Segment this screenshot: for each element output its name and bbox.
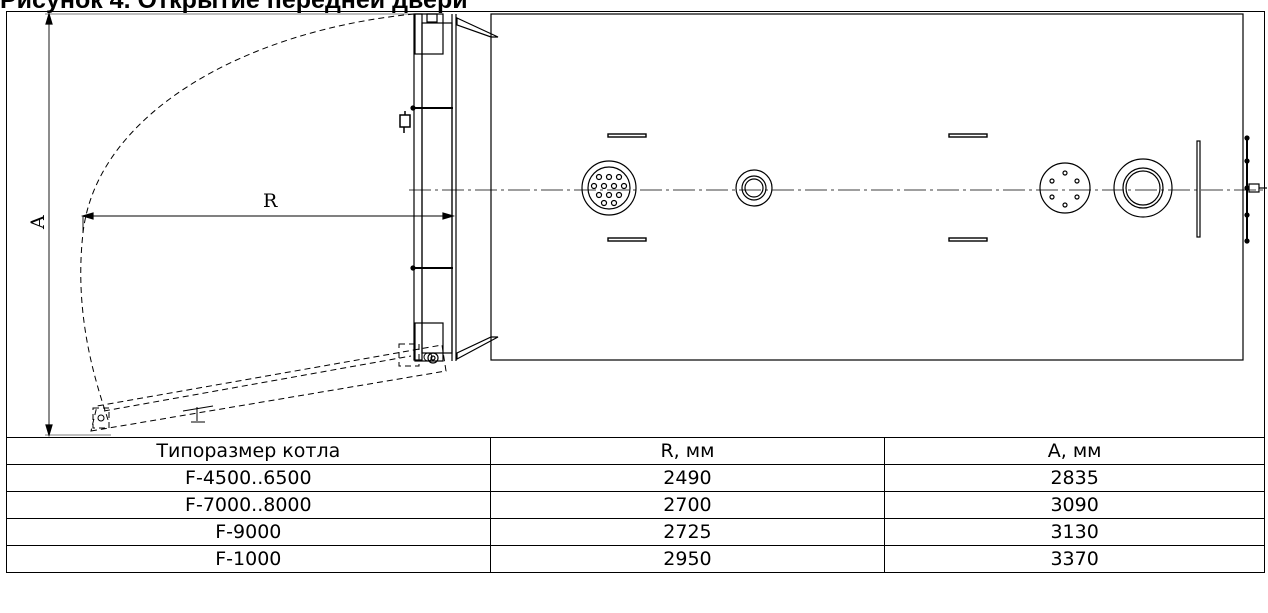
cell-r: 2725 — [489, 518, 886, 546]
support-plates — [607, 133, 988, 242]
rear-end — [1196, 135, 1267, 244]
cell-r: 2700 — [489, 491, 886, 519]
column-header-r: R, мм — [489, 437, 886, 465]
table-row: F-1000 2950 3370 — [6, 545, 1265, 573]
cell-r: 2490 — [489, 464, 886, 492]
cell-a: 3130 — [884, 518, 1265, 546]
front-door-closed — [399, 13, 499, 364]
flange-small — [735, 169, 773, 207]
cell-boiler-size: F-7000..8000 — [6, 491, 491, 519]
flange-manifold — [581, 160, 637, 216]
cell-a: 3370 — [884, 545, 1265, 573]
boiler-door-drawing: R A — [6, 11, 1267, 438]
cell-a: 2835 — [884, 464, 1265, 492]
table-row: F-9000 2725 3130 — [6, 518, 1265, 546]
dimensions-table: Типоразмер котла R, мм A, мм F-4500..650… — [6, 437, 1265, 573]
dimension-a-label: A — [27, 215, 49, 230]
table-row: F-7000..8000 2700 3090 — [6, 491, 1265, 519]
front-door-open — [90, 343, 447, 432]
dimension-r-label: R — [263, 190, 278, 212]
table-row: F-4500..6500 2490 2835 — [6, 464, 1265, 492]
dimension-a — [45, 11, 414, 438]
cell-a: 3090 — [884, 491, 1265, 519]
boiler-body — [490, 13, 1244, 361]
table-header-row: Типоразмер котла R, мм A, мм — [6, 437, 1265, 465]
column-header-boiler-size: Типоразмер котла — [6, 437, 491, 465]
cell-boiler-size: F-1000 — [6, 545, 491, 573]
column-header-a: A, мм — [884, 437, 1265, 465]
cell-boiler-size: F-9000 — [6, 518, 491, 546]
flange-large — [1113, 158, 1173, 218]
dimension-r — [80, 212, 456, 233]
figure-heading: Рисунок 4. Открытие передней двери — [0, 0, 468, 14]
cell-r: 2950 — [489, 545, 886, 573]
open-door-details — [97, 352, 433, 423]
cell-boiler-size: F-4500..6500 — [6, 464, 491, 492]
door-swing-arc — [80, 13, 415, 424]
flange-blind — [1039, 162, 1091, 214]
